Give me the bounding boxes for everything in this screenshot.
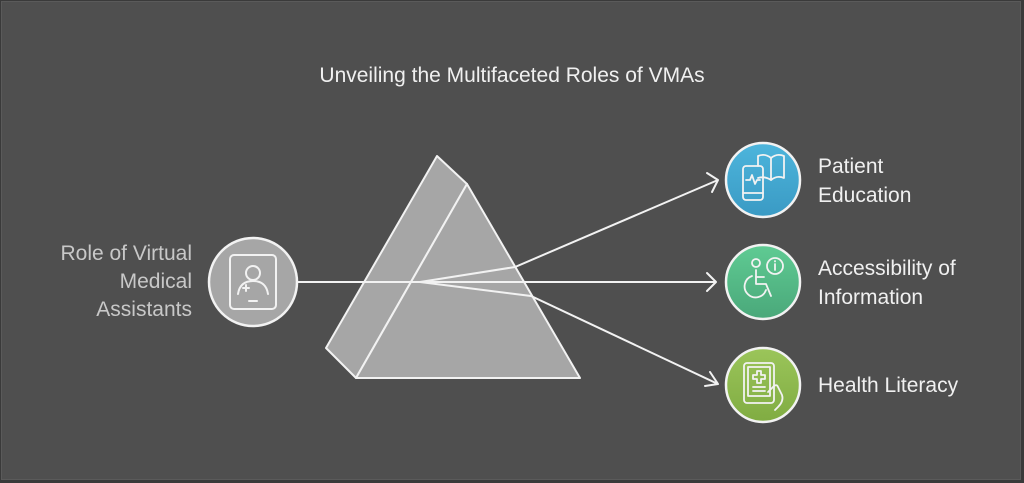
output-label-line: Information — [818, 286, 924, 309]
beam-health-literacy — [419, 281, 719, 387]
output-label-accessibility: Accessibility of Information — [818, 254, 956, 312]
output-label-line: Patient — [818, 155, 884, 178]
source-label-line: Role of Virtual — [60, 242, 192, 265]
phone-book-icon — [742, 153, 785, 201]
output-label-line: Health Literacy — [818, 374, 959, 397]
source-label-line: Medical — [119, 270, 192, 293]
output-node-accessibility[interactable] — [724, 243, 802, 321]
output-node-health-literacy[interactable] — [724, 346, 802, 424]
diagram-title: Unveiling the Multifaceted Roles of VMAs — [319, 64, 705, 87]
tablet-hand-medical-icon — [743, 362, 784, 411]
arrowhead-icon — [704, 371, 719, 387]
arrowhead-icon — [706, 272, 717, 292]
medical-tablet-person-icon — [229, 254, 277, 310]
arrowhead-icon — [706, 172, 719, 193]
beam-accessibility — [420, 272, 717, 292]
output-node-patient-education[interactable] — [724, 141, 802, 219]
wheelchair-info-icon — [743, 257, 784, 299]
source-node[interactable] — [207, 236, 299, 328]
beam-patient-education — [419, 172, 719, 283]
prism — [325, 155, 581, 379]
output-label-health-literacy: Health Literacy — [818, 371, 958, 400]
output-label-line: Accessibility of — [818, 257, 956, 280]
output-label-patient-education: Patient Education — [818, 152, 911, 210]
source-label-line: Assistants — [96, 298, 192, 321]
source-label: Role of Virtual Medical Assistants — [60, 240, 192, 324]
output-label-line: Education — [818, 184, 912, 207]
